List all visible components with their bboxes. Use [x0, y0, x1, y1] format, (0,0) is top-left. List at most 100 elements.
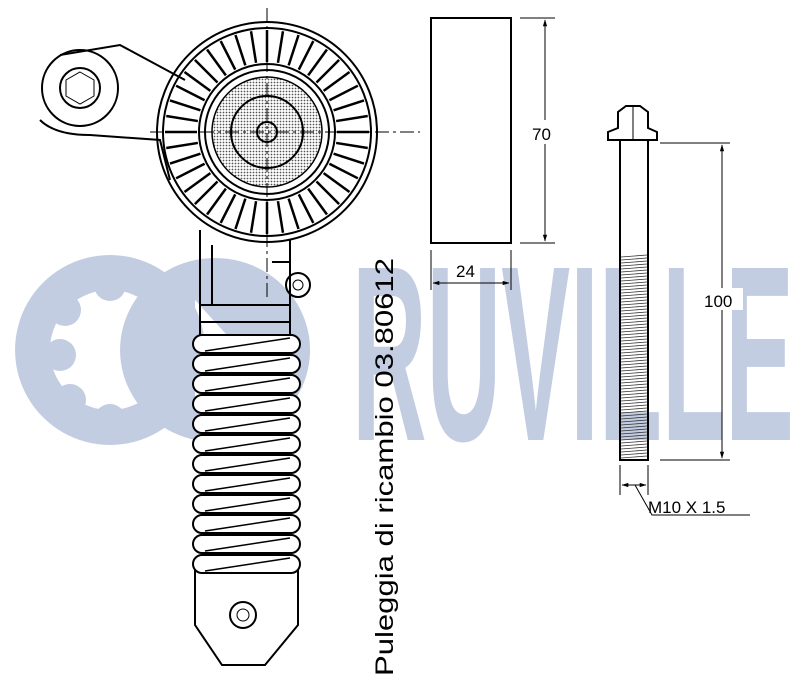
thread-line [620, 287, 648, 291]
pulley-groove [169, 152, 201, 165]
thread-line [620, 446, 648, 450]
thread-line [620, 326, 648, 330]
pulley-groove [297, 193, 315, 224]
thread-line [620, 302, 648, 306]
pulley-groove [183, 172, 212, 193]
thread-line [620, 272, 648, 276]
thread-line [620, 314, 648, 318]
spring-wire [204, 537, 291, 552]
thread-line [620, 290, 648, 294]
spring-wire [204, 457, 291, 472]
pulley-groove [297, 40, 315, 71]
thread-line [620, 371, 648, 375]
pulley-groove [287, 198, 300, 230]
spring-wire [204, 477, 291, 492]
thread-line [620, 305, 648, 309]
pulley-groove [335, 114, 368, 123]
pulley-groove [193, 180, 219, 206]
thread-line [620, 362, 648, 366]
pulley-groove [183, 71, 212, 92]
ruville-logo-icon: RUVILLE [15, 214, 794, 493]
pulley-groove [315, 180, 341, 206]
thread-line [620, 266, 648, 270]
pulley-groove [175, 84, 206, 102]
spring-wire [204, 557, 291, 572]
thread-line [620, 335, 648, 339]
spring-wire [204, 497, 291, 512]
pulley-groove [328, 162, 359, 180]
thread-line [620, 392, 648, 396]
bolt-length-label: 100 [704, 292, 732, 311]
pulley-groove [335, 141, 368, 150]
pulley-groove [333, 152, 365, 165]
pulley-groove [166, 141, 199, 150]
pulley-groove [166, 114, 199, 123]
thread-line [620, 284, 648, 288]
tensioner-drawing-icon [39, 8, 420, 666]
thread-line [620, 341, 648, 345]
thread-line [620, 296, 648, 300]
thread-line [620, 422, 648, 426]
pulley-groove [249, 200, 258, 233]
thread-line [620, 434, 648, 438]
thread-line [620, 317, 648, 321]
thread-line [620, 383, 648, 387]
thread-line [620, 416, 648, 420]
pulley-groove [206, 187, 227, 216]
thread-line [620, 413, 648, 417]
pulley-groove [249, 31, 258, 64]
thread-line [620, 278, 648, 282]
pulley-groove [234, 34, 247, 66]
thread-line [620, 281, 648, 285]
thread-line [620, 437, 648, 441]
thread-line [620, 269, 648, 273]
thread-line [620, 338, 648, 342]
thread-line [620, 356, 648, 360]
pulley-groove [175, 162, 206, 180]
thread-line [620, 455, 648, 459]
thread-line [620, 431, 648, 435]
thread-line [620, 293, 648, 297]
thread-line [620, 329, 648, 333]
pulley-groove [315, 58, 341, 84]
pulley-groove [276, 200, 285, 233]
thread-line [620, 365, 648, 369]
pulley-groove [219, 193, 237, 224]
pulley-groove [333, 99, 365, 112]
pulley-groove [169, 99, 201, 112]
pulley-groove [307, 187, 328, 216]
thread-line [620, 452, 648, 456]
thread-line [620, 323, 648, 327]
part-caption: Puleggia di ricambio 03.80612 [371, 258, 399, 676]
thread-line [620, 428, 648, 432]
thread-line [620, 275, 648, 279]
bolt-icon [607, 105, 750, 516]
thread-line [620, 260, 648, 264]
thread-line [620, 359, 648, 363]
thread-line [620, 350, 648, 354]
spring-wire [204, 357, 291, 372]
spring-wire [204, 517, 291, 532]
pulley-groove [193, 58, 219, 84]
pulley-groove [234, 198, 247, 230]
spring-wire [204, 417, 291, 432]
thread-line [620, 419, 648, 423]
thread-line [620, 299, 648, 303]
thread-line [620, 263, 648, 267]
thread-line [620, 404, 648, 408]
thread-line [620, 443, 648, 447]
thread-line [620, 386, 648, 390]
pulley-groove [206, 48, 227, 77]
pulley-groove [322, 71, 351, 92]
pulley-width-label: 24 [456, 262, 475, 281]
thread-line [620, 449, 648, 453]
thread-line [620, 368, 648, 372]
thread-line [620, 254, 648, 258]
thread-line [620, 377, 648, 381]
thread-line [620, 425, 648, 429]
pulley-groove [276, 31, 285, 64]
thread-line [620, 353, 648, 357]
brand-wordmark: RUVILLE [352, 214, 794, 493]
